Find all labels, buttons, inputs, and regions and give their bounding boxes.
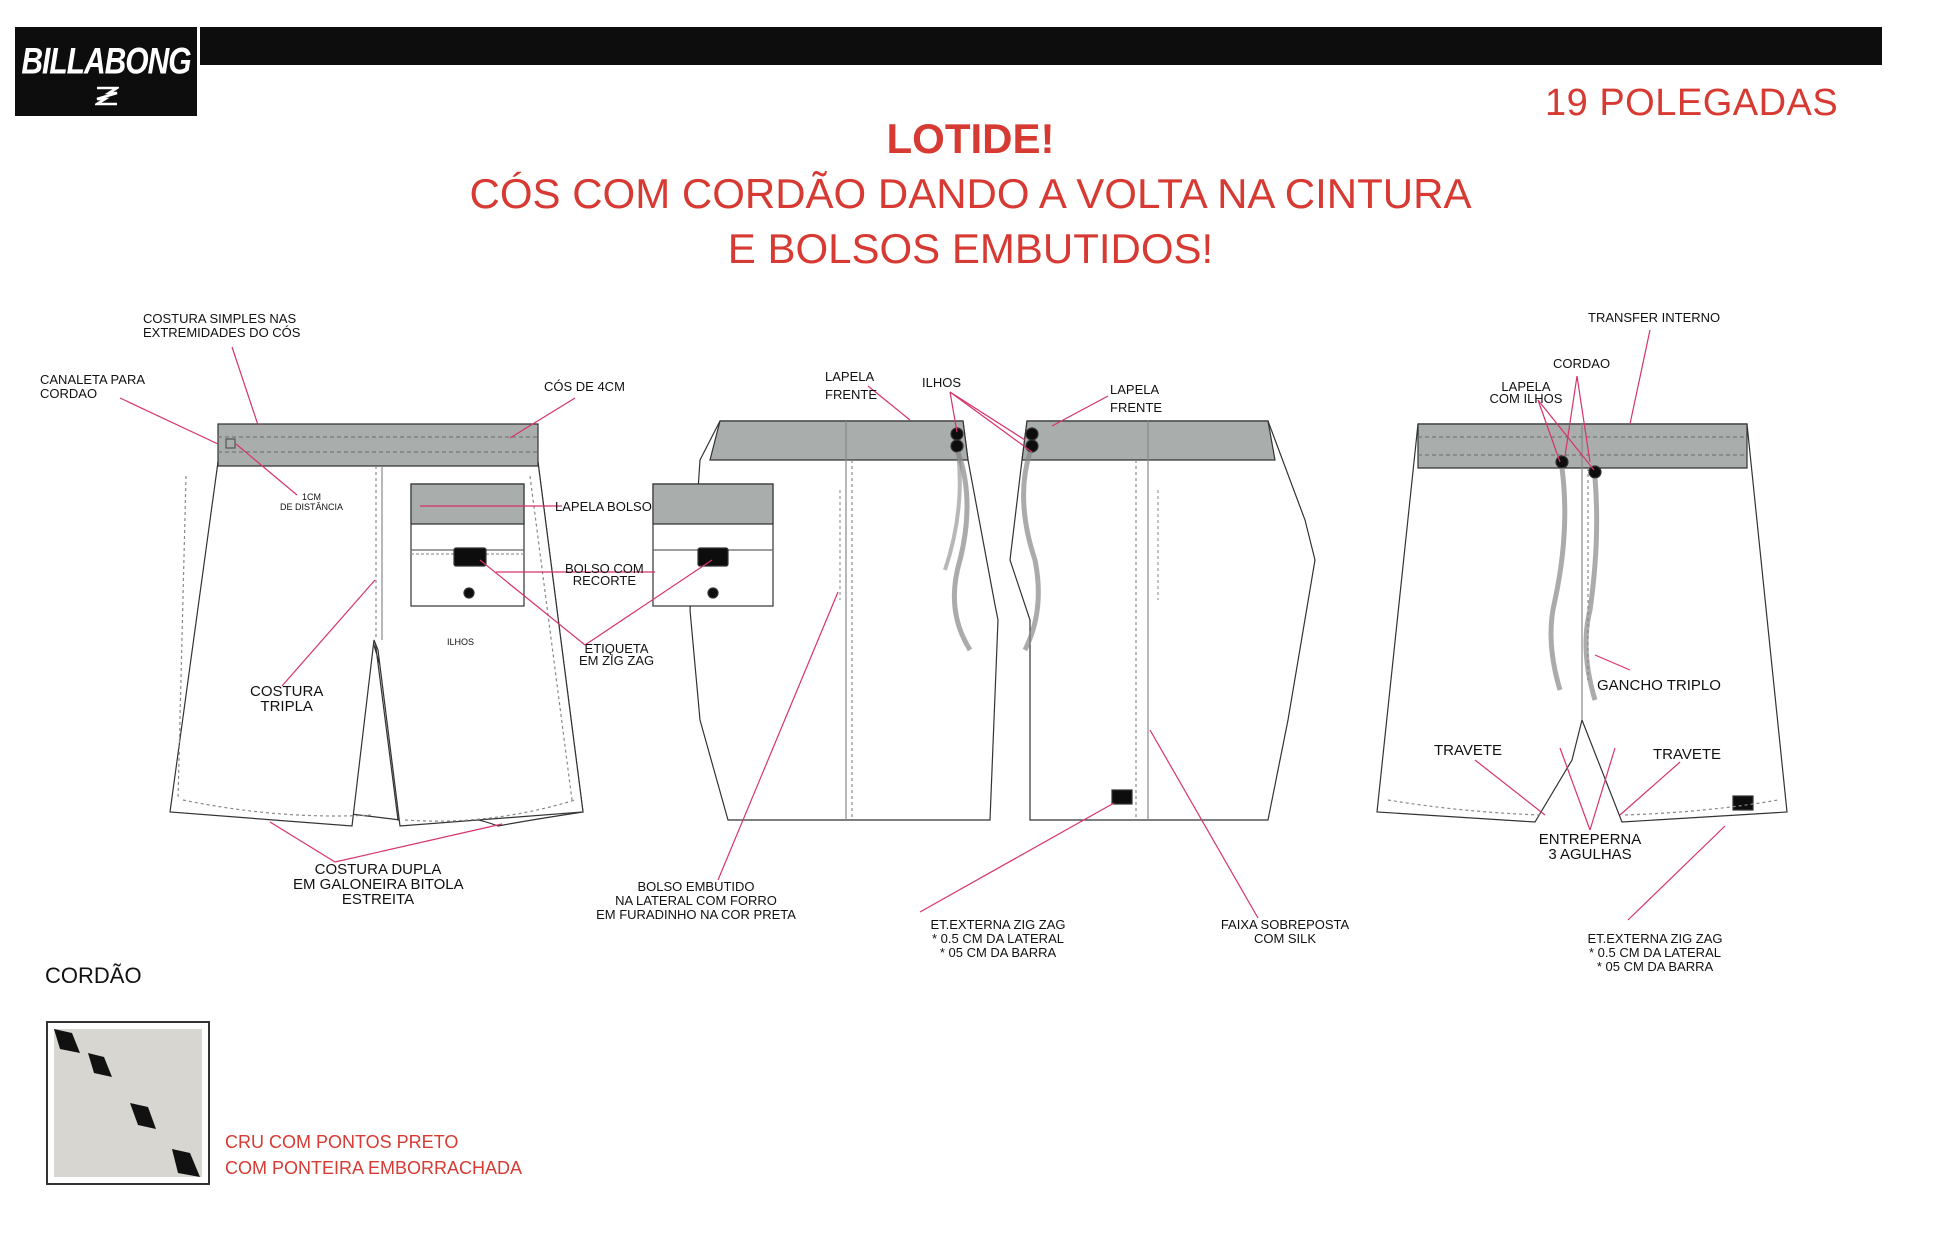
back-view-shorts — [169, 423, 584, 827]
side-left-eyelet-2-icon — [950, 439, 964, 453]
front-eyelet-left-icon — [1555, 455, 1569, 469]
label-bolso-recorte-line2: RECORTE — [572, 573, 637, 588]
side-pocket-flap — [652, 483, 774, 525]
label-costura-dupla-line3: ESTREITA — [341, 891, 415, 908]
label-bolso-recorte: BOLSO COM RECORTE — [565, 561, 644, 588]
label-et-externa-side-line2: * 0.5 CM DA LATERAL — [932, 931, 1064, 946]
label-lapela-frente-left: LAPELA FRENTE — [825, 368, 877, 404]
label-et-externa-side: ET.EXTERNA ZIG ZAG * 0.5 CM DA LATERAL *… — [918, 918, 1078, 960]
title-line-1: LOTIDE! — [886, 115, 1055, 162]
label-ilhos-side: ILHOS — [922, 375, 962, 390]
cordao-title: CORDÃO — [45, 963, 142, 988]
label-lapela-ilhos: LAPELA COM ILHOS — [1486, 379, 1566, 406]
label-distancia-line2: DE DISTÂNCIA — [280, 502, 344, 512]
label-costura-simples-line1: COSTURA SIMPLES NAS — [143, 311, 297, 326]
label-costura-tripla-line1: COSTURA — [250, 683, 324, 700]
cordao-dot-4 — [172, 1149, 200, 1177]
cordao-dot-1 — [54, 1029, 80, 1053]
label-bolso-embutido-line2: NA LATERAL COM FORRO — [615, 893, 777, 908]
cordao-swatch-fill — [54, 1029, 202, 1177]
label-lapela-frente-right-line2: FRENTE — [1110, 400, 1162, 415]
label-faixa-line2: COM SILK — [1253, 931, 1317, 946]
label-lapela-frente-right: LAPELA FRENTE — [1110, 381, 1162, 417]
label-et-externa-front-line1: ET.EXTERNA ZIG ZAG — [1587, 931, 1723, 946]
label-bolso-embutido-line1: BOLSO EMBUTIDO — [637, 879, 755, 894]
label-travete-left: TRAVETE — [1434, 742, 1503, 759]
side-left-waistband — [709, 420, 969, 461]
side-view-left-shorts — [652, 420, 999, 821]
header-bar — [200, 27, 1882, 65]
brand-logo: BILLABONG — [15, 27, 197, 116]
cordao-dot-2 — [88, 1053, 112, 1077]
label-costura-simples: COSTURA SIMPLES NAS EXTREMIDADES DO CÓS — [143, 312, 300, 340]
title-line-3: E BOLSOS EMBUTIDOS! — [727, 225, 1214, 272]
label-et-externa-front: ET.EXTERNA ZIG ZAG * 0.5 CM DA LATERAL *… — [1575, 932, 1735, 974]
label-entreperna-line1: ENTREPERNA — [1538, 831, 1642, 848]
label-lapela-ilhos-line2: COM ILHOS — [1489, 391, 1563, 406]
label-travete-right: TRAVETE — [1653, 746, 1722, 763]
front-view-shorts — [1376, 423, 1788, 823]
side-right-eyelet-2-icon — [1025, 439, 1039, 453]
side-right-eyelet-1-icon — [1025, 427, 1039, 441]
label-transfer: TRANSFER INTERNO — [1588, 310, 1721, 325]
size-label: 19 POLEGADAS — [1545, 82, 1839, 124]
label-bolso-recorte-line1: BOLSO COM — [565, 561, 644, 576]
label-et-externa-side-line3: * 05 CM DA BARRA — [939, 945, 1057, 960]
front-external-label-icon — [1732, 795, 1754, 811]
label-costura-tripla-line2: TRIPLA — [260, 698, 313, 715]
back-label-icon — [453, 547, 487, 567]
callout-leaders — [119, 329, 1726, 921]
label-lapela-ilhos-line1: LAPELA — [1501, 379, 1551, 394]
label-canaleta-line2: CORDAO — [40, 386, 98, 401]
logo-wave-icon — [95, 86, 119, 106]
label-lapela-frente-right-line1: LAPELA — [1110, 382, 1160, 397]
side-label-icon — [697, 547, 729, 567]
label-etiqueta-line2: EM ZIG ZAG — [579, 653, 655, 668]
label-costura-simples-line2: EXTREMIDADES DO CÓS — [143, 325, 301, 340]
side-external-label-icon — [1111, 789, 1133, 805]
label-faixa: FAIXA SOBREPOSTA COM SILK — [1205, 918, 1365, 946]
cordao-note-line2: COM PONTEIRA EMBORRACHADA — [225, 1158, 523, 1178]
cordao-swatch — [46, 1021, 210, 1185]
logo-wordmark: BILLABONG — [21, 40, 191, 82]
label-gancho: GANCHO TRIPLO — [1597, 677, 1721, 694]
label-cos: CÓS DE 4CM — [544, 379, 625, 394]
label-costura-tripla: COSTURA TRIPLA — [250, 684, 323, 714]
label-bolso-embutido-line3: EM FURADINHO NA COR PRETA — [596, 907, 796, 922]
label-et-externa-front-line3: * 05 CM DA BARRA — [1596, 959, 1714, 974]
label-costura-dupla: COSTURA DUPLA EM GALONEIRA BITOLA ESTREI… — [293, 861, 464, 908]
cordao-dot-3 — [130, 1103, 156, 1129]
cordao-dots-pattern — [54, 1029, 200, 1177]
label-distancia: 1CM DE DISTÂNCIA — [280, 492, 343, 512]
label-etiqueta-line1: ETIQUETA — [584, 641, 649, 656]
label-lapela-frente-left-line1: LAPELA — [825, 369, 875, 384]
label-lapela-frente-left-line2: FRENTE — [825, 387, 877, 402]
label-cordao-front: CORDAO — [1553, 356, 1611, 371]
label-entreperna: ENTREPERNA 3 AGULHAS — [1525, 832, 1655, 862]
label-distancia-line1: 1CM — [302, 492, 322, 502]
back-eyelet-icon — [463, 587, 475, 599]
label-ilhos-back: ILHOS — [447, 637, 475, 647]
title-line-2: CÓS COM CORDÃO DANDO A VOLTA NA CINTURA — [469, 170, 1472, 217]
label-entreperna-line2: 3 AGULHAS — [1548, 846, 1632, 863]
label-bolso-embutido: BOLSO EMBUTIDO NA LATERAL COM FORRO EM F… — [576, 880, 816, 922]
back-pocket-flap — [410, 483, 525, 525]
label-etiqueta: ETIQUETA EM ZIG ZAG — [579, 641, 655, 668]
label-canaleta: CANALETA PARA CORDAO — [40, 373, 145, 401]
side-eyelet-icon — [707, 587, 719, 599]
label-canaleta-line1: CANALETA PARA — [40, 372, 145, 387]
label-faixa-line1: FAIXA SOBREPOSTA — [1220, 917, 1350, 932]
cordao-note-line1: CRU COM PONTOS PRETO — [225, 1132, 459, 1152]
label-et-externa-side-line1: ET.EXTERNA ZIG ZAG — [930, 917, 1066, 932]
label-costura-dupla-line2: EM GALONEIRA BITOLA — [293, 876, 464, 893]
label-et-externa-front-line2: * 0.5 CM DA LATERAL — [1589, 945, 1721, 960]
label-lapela-bolso: LAPELA BOLSO — [555, 499, 652, 514]
side-view-right-shorts — [1009, 420, 1316, 821]
back-waistband — [217, 423, 539, 467]
front-eyelet-right-icon — [1588, 465, 1602, 479]
label-costura-dupla-line1: COSTURA DUPLA — [314, 861, 442, 878]
